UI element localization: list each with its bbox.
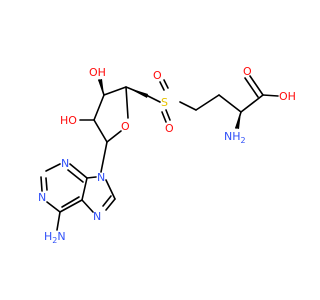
bond-c6-c5-b [61,196,80,208]
bond-s-o-bot-a [165,109,171,121]
bond-n1-c6 [46,201,61,213]
bond-cb-ca [218,94,242,113]
carboxyl-hydroxyl-label: OH [279,90,296,103]
bond-c6-nh2 [56,211,61,231]
c3-hydroxyl-label: OH [89,66,106,79]
carboxyl-oxygen-label: O [243,65,252,78]
bond-c3-c4 [103,86,127,96]
adenine-amine-label: H2N [44,230,66,245]
bonds [40,75,279,231]
bond-c2-n1 [40,176,43,192]
bond-c8-n7b [102,195,112,207]
bond-c4-n3 [69,163,88,179]
wedge-ca-nh2 [235,112,241,129]
bond-s-o-top-b [163,79,169,89]
molecule-diagram: O OH NH2 S O O O OH HO N N N N H2N [38,65,296,245]
c2-hydroxyl-label: HO [60,114,77,127]
bond-c2-c3 [93,94,105,121]
wedge-c4-c5 [126,87,148,98]
bond-c-oh [262,94,279,97]
bond-c4-n9 [86,176,97,179]
bond-c4-o4 [125,86,129,119]
sulfonyl-oxygen-bottom-label: O [165,122,174,135]
bond-c8-n7a [105,198,116,211]
bond-c4-n3-b [67,169,84,183]
bond-n9-c8 [105,179,116,200]
n7-label: N [93,210,101,223]
bond-c5-c4 [81,177,88,201]
bond-cg-cb [195,94,220,111]
wedge-c3-oh [98,79,104,95]
bond-c1-c2 [93,119,108,143]
bond-c1-n9 [100,141,108,173]
sulfonyl-oxygen-top-label: O [153,69,162,82]
n1-label: N [38,191,46,204]
n9-label: N [97,171,105,184]
alpha-amine-label: NH2 [224,130,246,145]
sulfur-label: S [161,96,168,109]
n3-label: N [61,157,69,170]
bond-c-o-double-b [244,77,259,98]
bond-n7-c5 [81,199,94,213]
bond-o4-c1 [106,130,122,143]
ring-oxygen-label: O [121,120,130,133]
bond-c-o-double-a [249,75,264,96]
bond-s-o-top-a [159,81,165,91]
bond-c2-n1-b [45,177,48,191]
bond-c5-s [147,95,161,103]
bond-n3-c2 [45,163,61,172]
stereo-wedges [98,79,241,129]
atom-labels: O OH NH2 S O O O OH HO N N N N H2N [38,65,296,245]
bond-c6-c5 [59,199,83,213]
bond-s-o-bot-b [161,111,167,123]
bond-ca-c [240,94,264,113]
bond-s-cg [179,101,197,111]
